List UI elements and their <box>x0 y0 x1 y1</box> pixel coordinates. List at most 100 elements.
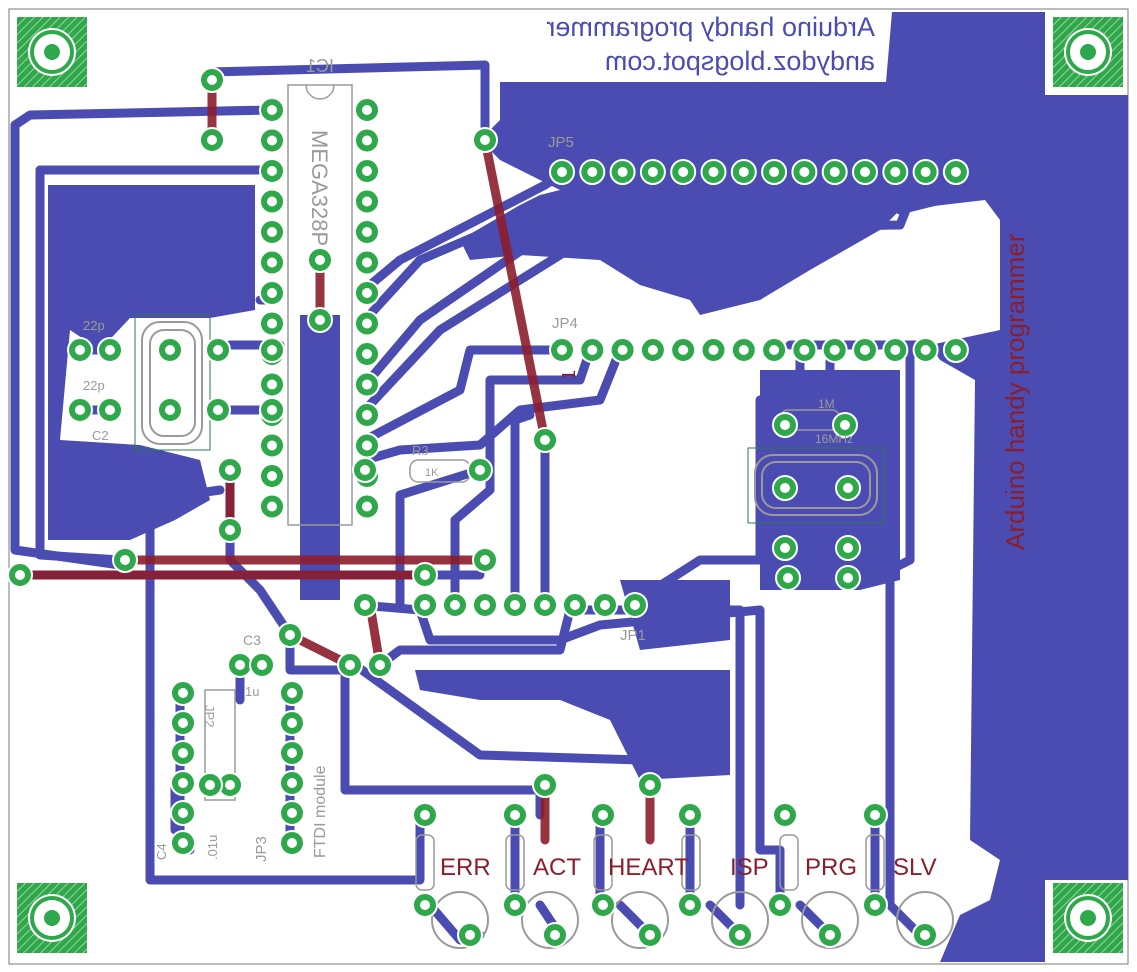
pad-drill <box>890 167 901 177</box>
pads <box>7 67 969 948</box>
pad-drill <box>645 780 655 790</box>
pad-drill <box>860 167 870 177</box>
pad-drill <box>780 810 790 820</box>
pad-drill <box>799 345 810 355</box>
r3-value: 1K <box>425 467 439 479</box>
pad-drill <box>738 167 749 177</box>
pad-drill <box>510 600 520 610</box>
pad-drill <box>287 718 297 728</box>
pad-drill <box>617 345 628 355</box>
jp5-label: JP5 <box>548 134 574 151</box>
pad-drill <box>870 900 880 910</box>
jp3-label: JP3 <box>253 836 270 862</box>
pad-drill <box>267 318 277 329</box>
pad-drill <box>775 900 785 910</box>
pad-drill <box>860 345 870 355</box>
one-m-label: 1M <box>818 397 835 411</box>
pad-drill <box>843 543 853 553</box>
pad-drill <box>738 345 749 355</box>
pad-drill <box>420 810 430 820</box>
pad-drill <box>843 483 853 493</box>
pad-drill <box>587 167 598 177</box>
pad-drill <box>362 135 372 146</box>
pad-drill <box>780 420 790 430</box>
pad-drill <box>75 345 85 355</box>
mirrored-title: Arduino handy programmer andydoz.blogspo… <box>546 12 875 76</box>
pad-drill <box>267 440 277 451</box>
pad-drill <box>600 600 610 610</box>
pad-drill <box>685 900 695 910</box>
pad-drill <box>267 501 277 512</box>
crystal-right <box>747 447 885 524</box>
pad-drill <box>105 405 115 415</box>
vertical-title-line1: Arduino handy programmer <box>1000 233 1030 550</box>
pad-drill <box>647 167 658 177</box>
pad-drill <box>870 810 880 820</box>
osc-label: 16MHz <box>815 432 853 446</box>
mirrored-title-line2: andydoz.blogspot.com <box>605 46 875 76</box>
pad-drill <box>178 838 188 848</box>
pad-drill <box>178 778 188 788</box>
pad-drill <box>825 930 835 940</box>
pad-drill <box>213 345 223 355</box>
pad-drill <box>557 345 567 355</box>
pad-drill <box>480 555 490 565</box>
pad-drill <box>75 405 85 415</box>
pad-drill <box>207 75 217 85</box>
pad-drill <box>708 345 719 355</box>
pad-drill <box>450 600 460 610</box>
pad-drill <box>207 135 217 145</box>
r3-label: R3 <box>412 443 429 458</box>
led-label-heart: HEART <box>608 854 689 881</box>
pad-drill <box>920 930 930 940</box>
pin1-label: 1 <box>559 370 579 380</box>
pad-drill <box>178 688 188 698</box>
pad-drill <box>267 471 277 481</box>
pad-drill <box>540 780 550 790</box>
pad-drill <box>829 167 840 177</box>
pad-drill <box>598 900 608 910</box>
pad-drill <box>843 573 853 583</box>
pad-drill <box>540 600 550 610</box>
pad-drill <box>950 167 961 177</box>
crystal-left <box>134 314 211 451</box>
pad-drill <box>678 167 689 177</box>
pad-drill <box>362 227 372 237</box>
pad-drill <box>205 780 215 790</box>
pad-drill <box>225 780 235 790</box>
pad-drill <box>225 465 235 475</box>
ic1-label: IC1 <box>306 56 334 76</box>
pad-drill <box>557 167 567 177</box>
pad-drill <box>617 167 628 177</box>
pad-drill <box>480 600 490 610</box>
led-label-prg: PRG <box>805 854 857 881</box>
vertical-title-line2: andydoz.blogspot.com <box>1036 288 1066 548</box>
pad-drill <box>769 167 780 177</box>
c2-label: C2 <box>92 428 109 443</box>
pad-drill <box>120 555 130 565</box>
led-label-act: ACT <box>533 854 581 881</box>
pad-drill <box>420 570 430 580</box>
c4-label: C4 <box>154 843 169 860</box>
pad-drill <box>769 345 780 355</box>
pad-drill <box>362 105 372 115</box>
pad-drill <box>510 900 520 910</box>
pad-drill <box>287 748 297 758</box>
pad-drill <box>360 600 370 610</box>
pad-drill <box>510 810 520 820</box>
jp1-label: JP1 <box>620 627 646 644</box>
pad-drill <box>840 420 850 430</box>
pad-drill <box>647 345 658 355</box>
led-label-isp: ISP <box>730 854 769 881</box>
pad-drill <box>630 600 640 610</box>
pad-drill <box>799 167 810 177</box>
led-label-err: ERR <box>440 854 491 881</box>
pad-drill <box>783 573 793 583</box>
led-label-slv: SLV <box>893 854 937 881</box>
pad-drill <box>178 808 188 818</box>
pad-drill <box>287 688 297 698</box>
pad-drill <box>362 288 372 298</box>
mounting-holes <box>17 17 1123 953</box>
pad-drill <box>213 405 223 415</box>
c3-label: C3 <box>243 632 261 648</box>
